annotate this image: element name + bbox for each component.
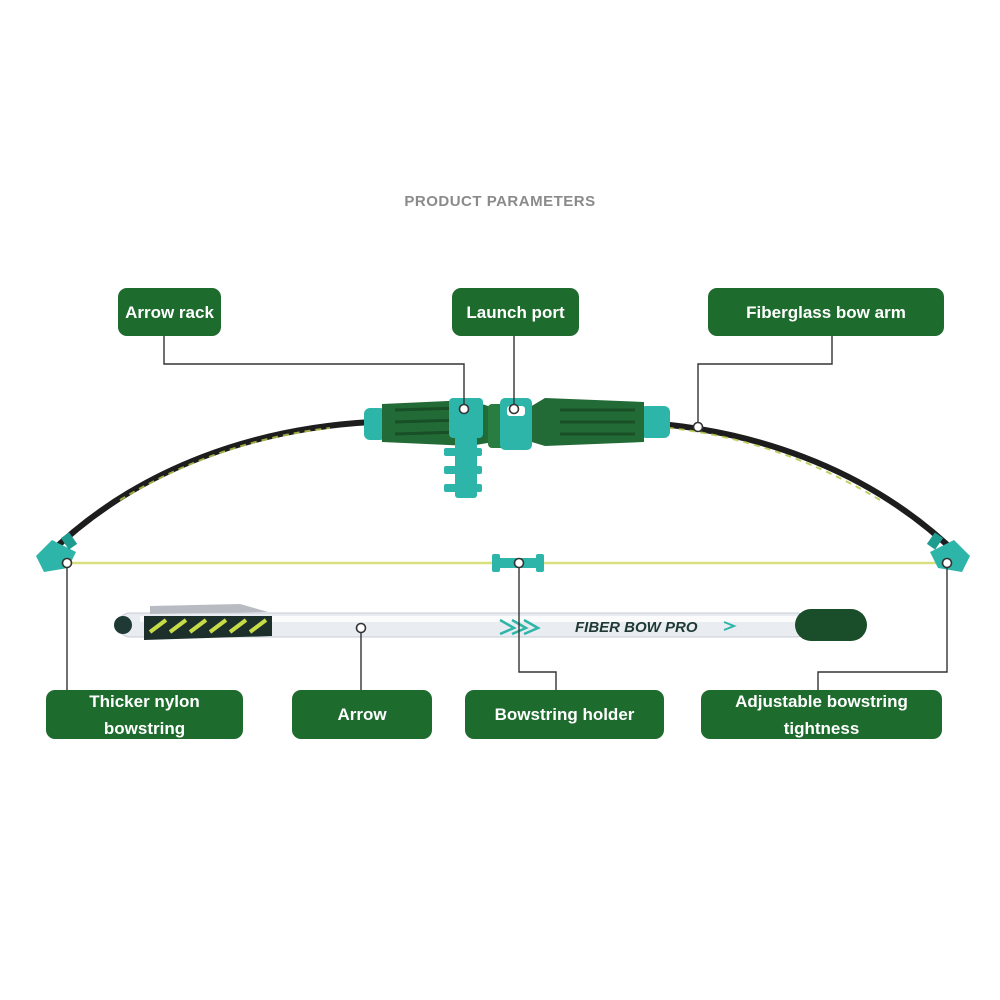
dot-launch-port bbox=[508, 403, 520, 415]
bowstring-holder-part bbox=[492, 554, 544, 572]
dot-tightness bbox=[941, 557, 953, 569]
leader-lines bbox=[66, 336, 948, 690]
leader-holder bbox=[518, 563, 557, 690]
arrow-part bbox=[114, 604, 867, 641]
arrow-rack-part bbox=[444, 398, 483, 498]
leader-dots bbox=[61, 403, 953, 634]
leader-arrow-rack bbox=[163, 336, 465, 409]
leader-tightness bbox=[817, 563, 948, 690]
bow-limb-right bbox=[631, 419, 961, 558]
label-launch-port: Launch port bbox=[452, 288, 579, 336]
label-thicker-nylon-bowstring: Thicker nylon bowstring bbox=[46, 690, 243, 739]
page-title: PRODUCT PARAMETERS bbox=[404, 193, 596, 210]
dot-holder bbox=[513, 557, 525, 569]
arrow-brand-text: FIBER BOW PRO bbox=[575, 619, 698, 636]
label-arrow: Arrow bbox=[292, 690, 432, 739]
dot-fiberglass bbox=[692, 421, 704, 433]
limb-tip-right bbox=[926, 532, 970, 572]
dot-arrow bbox=[355, 622, 367, 634]
label-fiberglass-bow-arm: Fiberglass bow arm bbox=[708, 288, 944, 336]
label-adjustable-bowstring-tightness: Adjustable bowstring tightness bbox=[701, 690, 942, 739]
dot-nylon bbox=[61, 557, 73, 569]
leader-fiberglass bbox=[697, 336, 833, 427]
bow-limb-left bbox=[45, 419, 375, 558]
label-bowstring-holder: Bowstring holder bbox=[465, 690, 664, 739]
label-arrow-rack: Arrow rack bbox=[118, 288, 221, 336]
dot-arrow-rack bbox=[458, 403, 470, 415]
